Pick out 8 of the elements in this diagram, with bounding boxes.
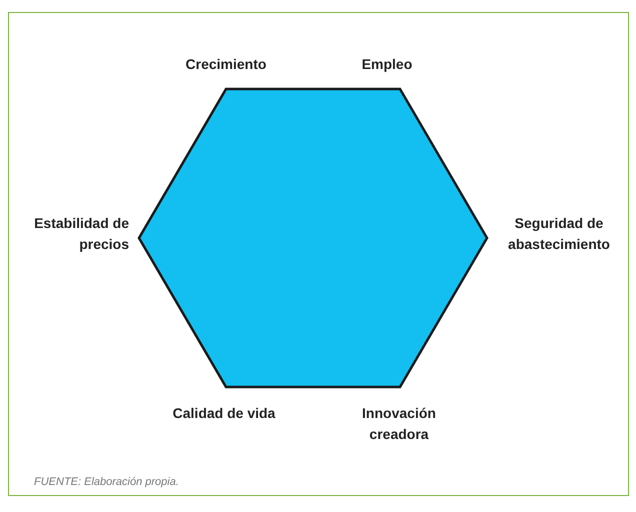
vertex-label: Calidad de vida: [172, 404, 276, 423]
caption: FUENTE: Elaboración propia.: [34, 476, 179, 488]
vertex-label: Empleo: [360, 55, 414, 74]
hexagon-shape: [137, 87, 489, 389]
vertex-label: Seguridad de abastecimiento: [507, 214, 611, 254]
vertex-label: Estabilidad de precios: [33, 214, 129, 254]
vertex-label: Crecimiento: [184, 55, 268, 74]
vertex-label: Innovación creadora: [361, 404, 437, 444]
